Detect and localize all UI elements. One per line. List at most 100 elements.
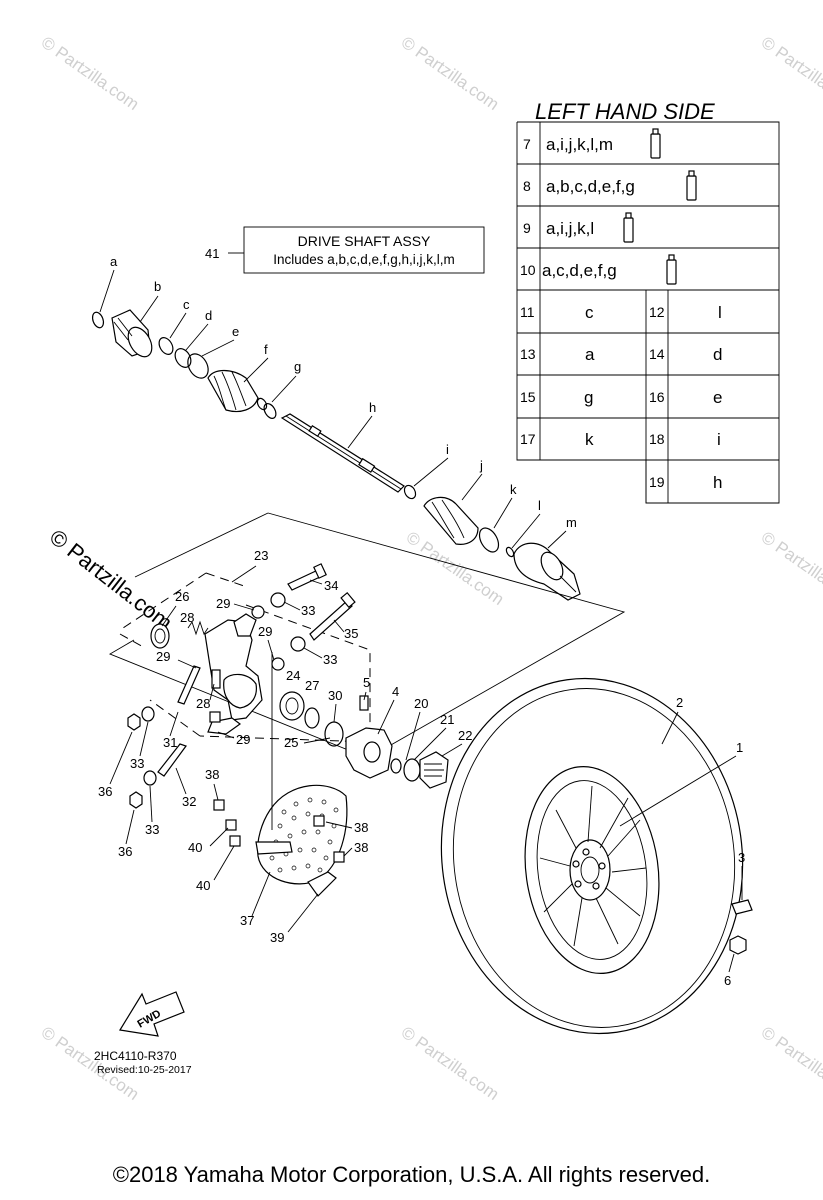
letter-label: j xyxy=(479,458,483,473)
assy-title: DRIVE SHAFT ASSY xyxy=(298,233,431,249)
map-letter: i xyxy=(717,430,721,449)
knuckle xyxy=(150,613,263,735)
part-label: 26 xyxy=(175,589,189,604)
part-label: 3 xyxy=(738,850,745,865)
map-letter: k xyxy=(585,430,594,449)
part-label: 35 xyxy=(344,626,358,641)
bolt-icon xyxy=(213,799,345,863)
side-title: LEFT HAND SIDE xyxy=(535,99,715,124)
watermark: © Partzilla.com xyxy=(38,33,143,114)
map-letter: a xyxy=(585,345,595,364)
map-letter: g xyxy=(584,388,593,407)
part-label: 40 xyxy=(188,840,202,855)
map-letter: l xyxy=(718,303,722,322)
kit-row-content: a,c,d,e,f,g xyxy=(542,261,617,280)
map-letter: h xyxy=(713,473,722,492)
part-label: 33 xyxy=(145,822,159,837)
part-label: 28 xyxy=(196,696,210,711)
wheel-tire xyxy=(440,677,753,1035)
map-part-number: 11 xyxy=(520,304,535,320)
part-label: 29 xyxy=(258,624,272,639)
part-label: 37 xyxy=(240,913,254,928)
map-part-number: 16 xyxy=(649,389,665,405)
letter-label: e xyxy=(232,324,239,339)
part-label: 23 xyxy=(254,548,268,563)
map-part-number: 13 xyxy=(520,346,536,362)
bolts-lower xyxy=(127,665,201,809)
watermark: © Partzilla.com xyxy=(398,1023,503,1104)
letter-label: g xyxy=(294,359,301,374)
watermark-large: © Partzilla.com xyxy=(45,524,177,635)
letter-label: h xyxy=(369,400,376,415)
part-label: 29 xyxy=(156,649,170,664)
part-label: 33 xyxy=(301,603,315,618)
part-label: 40 xyxy=(196,878,210,893)
kit-row-number: 10 xyxy=(520,262,536,278)
letter-label: d xyxy=(205,308,212,323)
brake-disc xyxy=(213,652,348,897)
letter-label: b xyxy=(154,279,161,294)
letter-label: k xyxy=(510,482,517,497)
grease-tube-icon xyxy=(623,212,634,243)
map-letter: e xyxy=(713,388,722,407)
part-label: 34 xyxy=(324,578,338,593)
part-label: 30 xyxy=(328,688,342,703)
part-label: 32 xyxy=(182,794,196,809)
part-label: 36 xyxy=(118,844,132,859)
kit-row-number: 7 xyxy=(523,136,531,152)
drive-shaft-assy-box: DRIVE SHAFT ASSY Includes a,b,c,d,e,f,g,… xyxy=(205,226,485,274)
part-label: 24 xyxy=(286,668,300,683)
map-letter: d xyxy=(713,345,722,364)
part-label: 36 xyxy=(98,784,112,799)
part-label: 29 xyxy=(216,596,230,611)
grease-tube-icon xyxy=(686,170,697,201)
map-part-number: 15 xyxy=(520,389,536,405)
drawing-code: 2HC4110-R370 xyxy=(94,1049,177,1063)
bolts-upper xyxy=(251,563,356,671)
part-label: 28 xyxy=(180,610,194,625)
map-part-number: 12 xyxy=(649,304,665,320)
kit-row-content: a,i,j,k,l,m xyxy=(546,135,613,154)
kit-row-number: 8 xyxy=(523,178,531,194)
bearing-hub xyxy=(279,691,449,789)
watermark: © Partzilla.com xyxy=(758,528,823,609)
watermark: © Partzilla.com xyxy=(758,33,823,114)
part-label: 22 xyxy=(458,728,472,743)
part-label: 38 xyxy=(205,767,219,782)
map-part-number: 14 xyxy=(649,346,665,362)
grease-tube-icon xyxy=(666,254,677,285)
part-label: 38 xyxy=(354,840,368,855)
part-label: 21 xyxy=(440,712,454,727)
watermark: © Partzilla.com xyxy=(398,33,503,114)
letter-label: c xyxy=(183,297,190,312)
letter-callouts: a b c d e f g h i j k l m xyxy=(99,254,577,549)
drive-shaft-parts xyxy=(91,309,581,601)
part-label: 1 xyxy=(736,740,743,755)
part-label: 41 xyxy=(205,246,219,261)
letter-label: m xyxy=(566,515,577,530)
letter-label: i xyxy=(446,442,449,457)
fwd-arrow-icon: FWD xyxy=(119,991,185,1037)
kit-table: LEFT HAND SIDE 7 a,i,j,k,l,m 8 a,b,c,d,e… xyxy=(516,99,780,504)
part-label: 25 xyxy=(284,735,298,750)
map-part-number: 19 xyxy=(649,474,665,490)
map-part-number: 18 xyxy=(649,431,665,447)
part-label: 5 xyxy=(363,675,370,690)
part-label: 33 xyxy=(130,756,144,771)
copyright-notice: ©2018 Yamaha Motor Corporation, U.S.A. A… xyxy=(112,1162,711,1187)
part-label: 29 xyxy=(236,732,250,747)
part-label: 20 xyxy=(414,696,428,711)
part-label: 38 xyxy=(354,820,368,835)
kit-row-content: a,i,j,k,l xyxy=(546,219,594,238)
map-letter: c xyxy=(585,303,594,322)
part-label: 2 xyxy=(676,695,683,710)
letter-label: l xyxy=(538,498,541,513)
part-callouts: 1 2 3 6 4 5 20 21 22 23 24 25 26 27 28 2… xyxy=(98,548,745,988)
part-label: 39 xyxy=(270,930,284,945)
part-label: 27 xyxy=(305,678,319,693)
part-label: 4 xyxy=(392,684,399,699)
revised-date: Revised:10-25-2017 xyxy=(97,1064,192,1076)
map-part-number: 17 xyxy=(520,431,536,447)
assy-includes: Includes a,b,c,d,e,f,g,h,i,j,k,l,m xyxy=(273,252,455,267)
